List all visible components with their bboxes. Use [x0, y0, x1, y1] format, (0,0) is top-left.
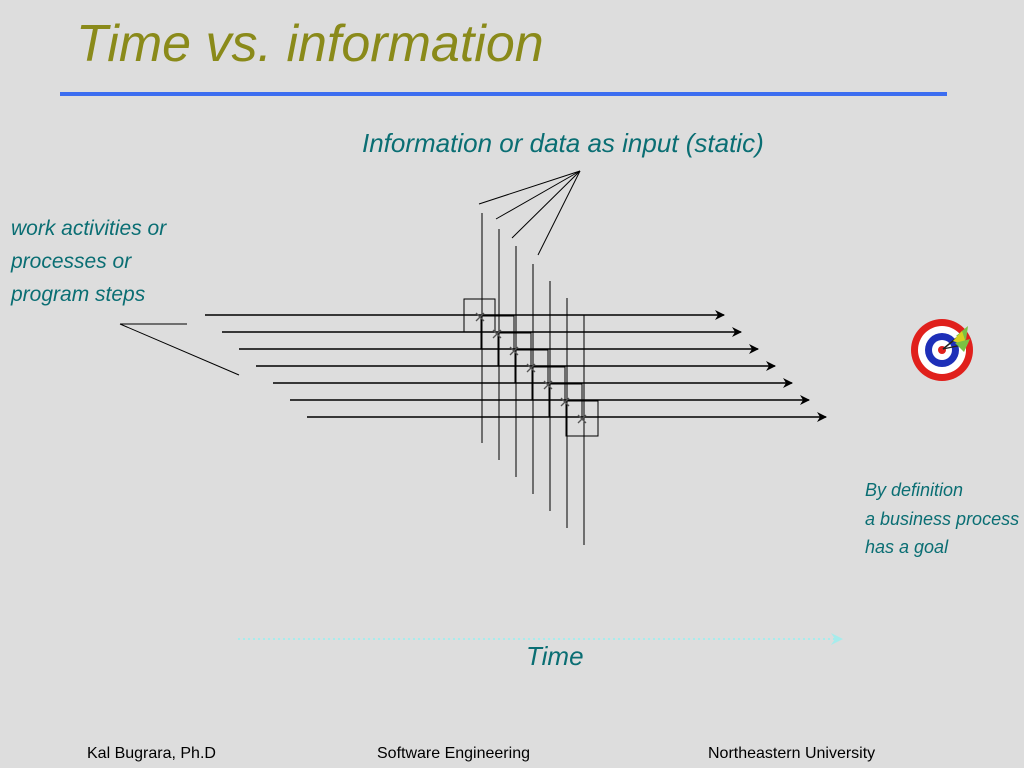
info-callout-line [478, 170, 581, 205]
intersection-x-icon [560, 397, 570, 407]
footer-course: Software Engineering [377, 745, 530, 762]
time-axis-label: Time [526, 641, 584, 671]
work-activities-label: work activities or processes or program … [11, 212, 166, 311]
work-label-line: processes or [11, 250, 132, 273]
intersection-box [565, 400, 599, 437]
intersection-x-icon [577, 414, 587, 424]
information-input-label: Information or data as input (static) [362, 128, 764, 158]
intersection-x-icon [543, 380, 553, 390]
dartboard-target-icon [911, 319, 973, 381]
footer-author: Kal Bugrara, Ph.D [87, 745, 216, 762]
goal-label-line: a business process [865, 508, 1020, 529]
work-label-line: work activities or [11, 217, 167, 240]
intersection-x-icon [475, 312, 485, 322]
work-callout-lines [119, 323, 240, 376]
footer-institution: Northeastern University [708, 745, 876, 762]
goal-definition-label: By definition a business process has a g… [865, 476, 1019, 562]
info-callout-line [537, 170, 581, 256]
intersection-x-icon [526, 363, 536, 373]
dart-icon [942, 326, 970, 352]
title-underline [60, 92, 947, 96]
info-callout-line [511, 170, 581, 239]
goal-label-line: has a goal [865, 537, 949, 557]
intersection-x-icon [492, 329, 502, 339]
work-label-line: program steps [11, 283, 146, 306]
intersection-boxes [463, 298, 599, 437]
slide-title: Time vs. information [76, 15, 544, 73]
input-lines [481, 213, 585, 545]
intersection-x-icon [509, 346, 519, 356]
work-callout-line [119, 323, 240, 376]
info-callout-lines [478, 170, 581, 256]
intersection-marks [475, 312, 587, 424]
goal-label-line: By definition [865, 480, 964, 500]
info-callout-line [495, 170, 581, 220]
